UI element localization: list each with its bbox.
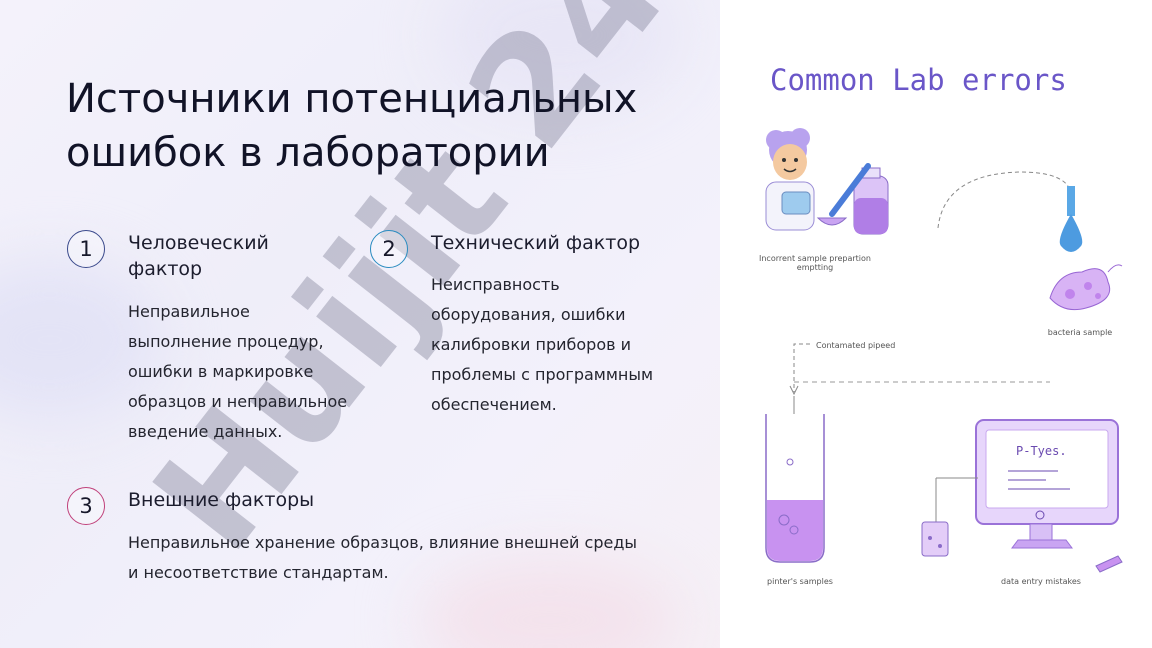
screen-label: P-Tyes. [1016, 444, 1067, 458]
page-title: Источники потенциальных ошибок в лаборат… [66, 76, 638, 176]
background-blob [420, 560, 680, 648]
caption-bacteria: bacteria sample [1047, 328, 1113, 337]
section-number-2: 2 [370, 230, 408, 268]
section-text-1: Неправильное выполнение процедур, ошибки… [128, 302, 348, 441]
computer-monitor-icon: P-Tyes. [975, 419, 1119, 549]
scientist-icon [765, 128, 815, 231]
lab-errors-illustration: Common Lab errors [765, 63, 1123, 573]
section-number-1: 1 [67, 230, 105, 268]
caption-sample-prep: Incorrent sample prepartion emptting [759, 254, 871, 272]
flask-icon [816, 163, 889, 235]
illustration-title: Common Lab errors [770, 63, 1067, 97]
section-heading-2: Технический фактор [431, 232, 640, 254]
caption-samples: pinter's samples [767, 577, 833, 586]
pencil-icon [1095, 555, 1123, 573]
section-text-2: Неисправность оборудования, ошибки калиб… [431, 275, 654, 414]
bacteria-icon [1049, 264, 1123, 311]
content-panel [0, 0, 720, 648]
section-text-3: Неправильное хранение образцов, влияние … [128, 533, 638, 582]
section-number-3: 3 [67, 487, 105, 525]
illustration-panel: Common Lab errors [720, 0, 1152, 648]
caption-pipette: Contamated pipeed [816, 341, 896, 350]
beaker-icon [921, 477, 978, 557]
section-heading-1: Человеческий фактор [128, 232, 269, 280]
test-tube-icon [765, 396, 825, 563]
section-heading-3: Внешние факторы [128, 489, 315, 511]
caption-data-entry: data entry mistakes [1001, 577, 1081, 586]
droplet-icon [1059, 186, 1083, 252]
